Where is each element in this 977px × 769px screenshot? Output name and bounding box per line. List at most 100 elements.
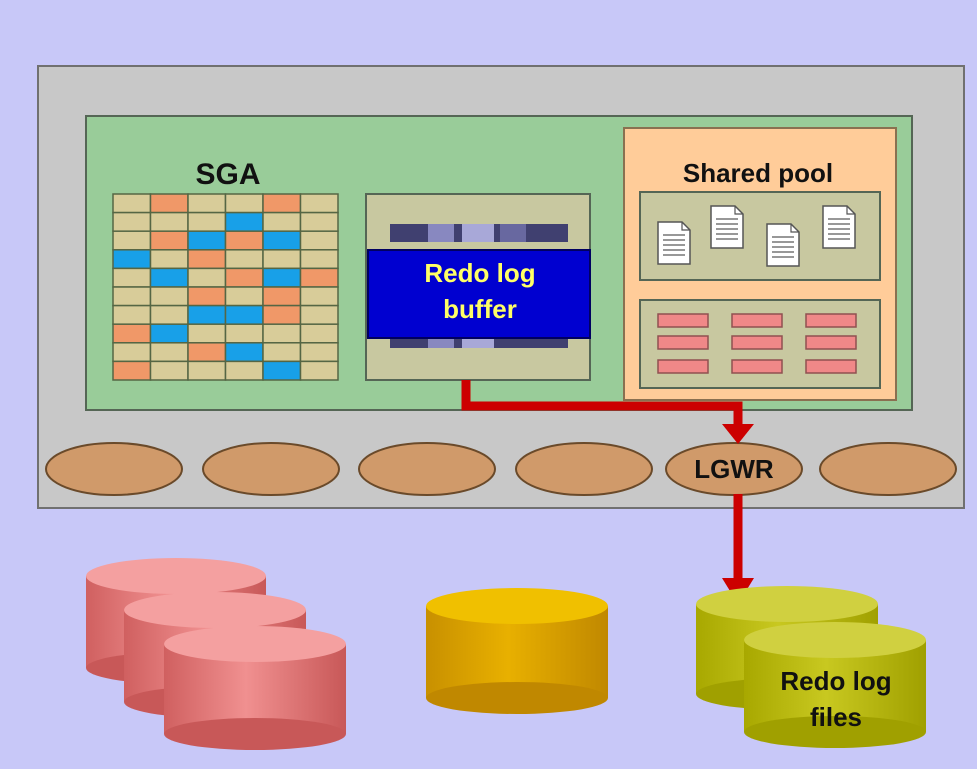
buffer-cache-cell	[112, 342, 152, 363]
sga-label: SGA	[195, 158, 260, 191]
buffer-cache-cell	[187, 323, 227, 344]
controlfile-disk	[426, 588, 608, 714]
buffer-cache-cell	[262, 249, 302, 270]
buffer-cache-cell	[149, 249, 189, 270]
document-icon	[657, 221, 691, 265]
dictionary-cache-block	[657, 335, 709, 350]
buffer-cache-cell	[262, 304, 302, 325]
redo-files-label-1: Redo log	[780, 666, 891, 696]
buffer-cache-cell	[149, 267, 189, 288]
dictionary-cache-block	[805, 313, 857, 328]
buffer-cache-cell	[262, 323, 302, 344]
document-icon	[710, 205, 744, 249]
process-oval	[515, 442, 653, 496]
buffer-cache-cell	[187, 286, 227, 307]
datafile-disks	[86, 558, 346, 750]
shared-pool-label: Shared pool	[683, 158, 833, 188]
buffer-cache-cell	[299, 304, 339, 325]
buffer-cache-cell	[112, 267, 152, 288]
process-oval	[45, 442, 183, 496]
buffer-cache-cell	[224, 304, 264, 325]
buffer-cache-cell	[187, 360, 227, 381]
dictionary-cache-block	[731, 313, 783, 328]
buffer-cache-cell	[224, 211, 264, 232]
dictionary-cache-blocks	[657, 313, 857, 374]
redo-buffer-label-1: Redo log	[424, 258, 535, 288]
datafile-disk	[164, 626, 346, 750]
buffer-cache-cell	[262, 267, 302, 288]
process-oval	[358, 442, 496, 496]
dictionary-cache-block	[731, 335, 783, 350]
buffer-cache-cell	[299, 267, 339, 288]
buffer-cache-cell	[224, 286, 264, 307]
buffer-cache-cell	[262, 342, 302, 363]
background-processes: LGWR	[45, 442, 957, 496]
redo-buffer-strip-seg	[500, 224, 526, 242]
redo-buffer-strip-seg	[428, 224, 454, 242]
buffer-cache-cell	[112, 249, 152, 270]
buffer-cache-cell	[187, 211, 227, 232]
lgwr-label: LGWR	[694, 454, 774, 484]
document-icons	[657, 205, 856, 267]
buffer-cache-cell	[224, 323, 264, 344]
buffer-cache-cell	[299, 286, 339, 307]
buffer-cache-cell	[262, 211, 302, 232]
database-buffer-cache	[112, 193, 339, 381]
buffer-cache-cell	[299, 342, 339, 363]
buffer-cache-cell	[299, 360, 339, 381]
redo-log-file-disk	[744, 622, 926, 748]
buffer-cache-cell	[262, 360, 302, 381]
redo-buffer-strip-seg	[462, 224, 494, 242]
buffer-cache-cell	[149, 323, 189, 344]
buffer-cache-cell	[149, 342, 189, 363]
buffer-cache-cell	[112, 286, 152, 307]
buffer-cache-cell	[149, 211, 189, 232]
dictionary-cache-block	[731, 359, 783, 374]
buffer-cache-cell	[149, 286, 189, 307]
process-oval	[819, 442, 957, 496]
buffer-cache-cell	[149, 193, 189, 214]
buffer-cache-cell	[149, 360, 189, 381]
arrow-buffer-to-lgwr	[461, 380, 754, 444]
buffer-cache-cell	[262, 286, 302, 307]
redo-log-buffer: Redo log buffer	[365, 193, 591, 381]
redo-buffer-label-2: buffer	[443, 294, 517, 324]
buffer-cache-cell	[224, 267, 264, 288]
buffer-cache-cell	[187, 304, 227, 325]
buffer-cache-cell	[299, 249, 339, 270]
redo-log-file-disks: Redo log files	[696, 586, 926, 748]
document-icon	[766, 223, 800, 267]
buffer-cache-cell	[224, 193, 264, 214]
redo-files-label-2: files	[810, 702, 862, 732]
lgwr-process: LGWR	[665, 442, 803, 496]
shared-pool: Shared pool	[623, 127, 897, 401]
buffer-cache-cell	[112, 193, 152, 214]
buffer-cache-cell	[187, 230, 227, 251]
buffer-cache-cell	[149, 304, 189, 325]
dictionary-cache-block	[805, 335, 857, 350]
dictionary-cache-block	[805, 359, 857, 374]
buffer-cache-cell	[112, 211, 152, 232]
buffer-cache-cell	[112, 323, 152, 344]
buffer-cache-cell	[224, 342, 264, 363]
buffer-cache-cell	[224, 249, 264, 270]
buffer-cache-cell	[149, 230, 189, 251]
buffer-cache-cell	[262, 193, 302, 214]
buffer-cache-cell	[187, 267, 227, 288]
buffer-cache-cell	[187, 193, 227, 214]
buffer-cache-cell	[187, 249, 227, 270]
buffer-cache-cell	[299, 211, 339, 232]
buffer-cache-cell	[224, 230, 264, 251]
redo-log-buffer-box	[367, 249, 591, 339]
buffer-cache-cell	[224, 360, 264, 381]
buffer-cache-cell	[262, 230, 302, 251]
dictionary-cache-block	[657, 359, 709, 374]
dictionary-cache-block	[657, 313, 709, 328]
buffer-cache-cell	[112, 360, 152, 381]
buffer-cache-cell	[299, 193, 339, 214]
document-icon	[822, 205, 856, 249]
buffer-cache-cell	[299, 230, 339, 251]
buffer-cache-cell	[299, 323, 339, 344]
